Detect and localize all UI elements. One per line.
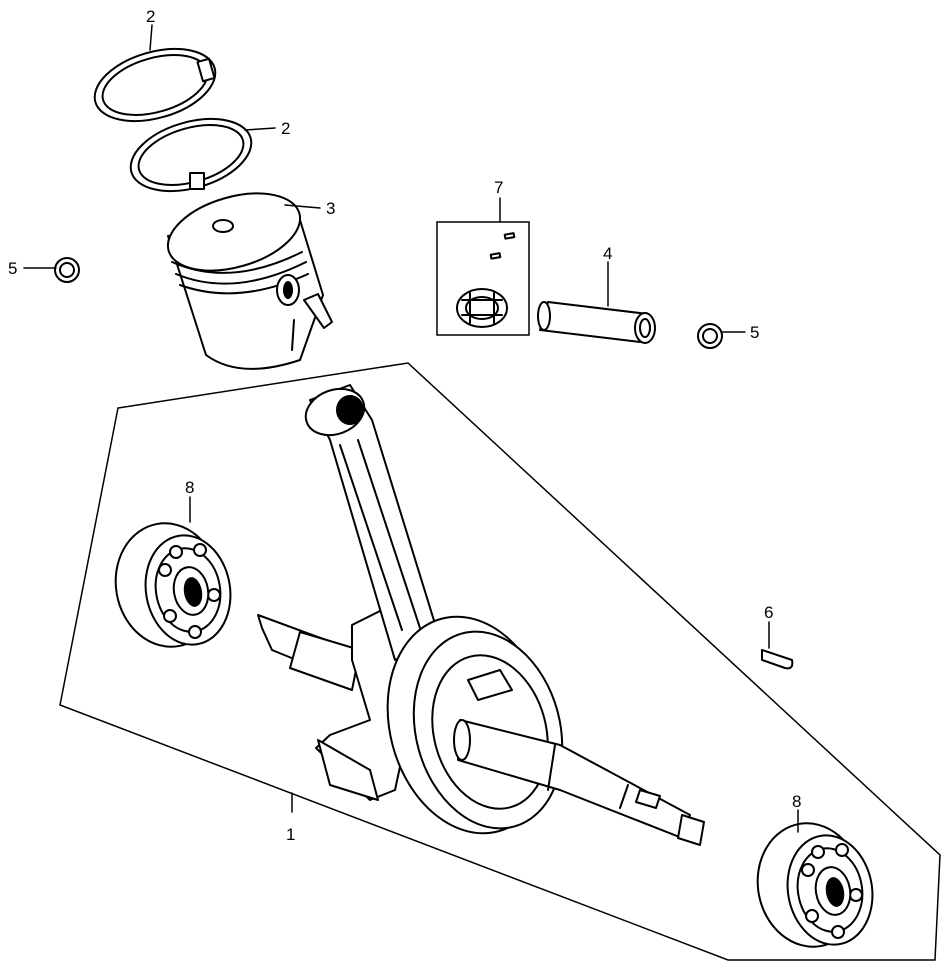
piston-ring-second [129, 117, 253, 193]
callout-crankshaft-assembly: 1 [286, 825, 295, 844]
callout-piston: 3 [326, 199, 335, 218]
callout-ring-second: 2 [281, 119, 290, 138]
leader-lines [23, 24, 799, 833]
callout-needle-bearing-set: 7 [494, 178, 503, 197]
needle-bearing-set [436, 221, 530, 336]
woodruff-key [761, 649, 794, 670]
ball-bearing-right [756, 822, 874, 948]
piston [166, 192, 333, 370]
callout-bearing-left: 8 [185, 478, 194, 497]
piston-pin-clip-left [54, 257, 80, 283]
callout-piston-pin: 4 [603, 244, 612, 263]
callout-bearing-right: 8 [792, 792, 801, 811]
piston-pin-clip-right [697, 323, 723, 349]
ball-bearing-left [114, 522, 232, 648]
callout-woodruff-key: 6 [764, 603, 773, 622]
crankshaft-group-outline [59, 362, 941, 961]
piston-ring-top [93, 47, 217, 123]
crankshaft [257, 384, 705, 846]
callout-ring-top: 2 [146, 7, 155, 26]
callout-clip-left: 5 [8, 259, 17, 278]
callout-clip-right: 5 [750, 323, 759, 342]
piston-pin [537, 301, 656, 344]
